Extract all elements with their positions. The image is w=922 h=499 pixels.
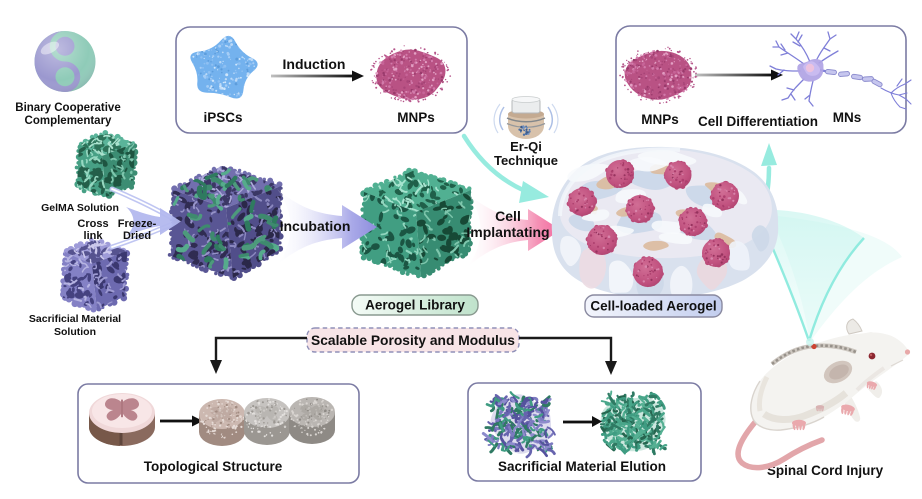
svg-text:Cell: Cell — [495, 208, 521, 224]
svg-text:Cross: Cross — [77, 218, 108, 230]
svg-text:Topological Structure: Topological Structure — [144, 459, 283, 474]
svg-text:Dried: Dried — [123, 230, 151, 242]
svg-text:Spinal Cord Injury: Spinal Cord Injury — [767, 463, 884, 478]
svg-text:Binary Cooperative: Binary Cooperative — [15, 102, 120, 114]
svg-text:Cell Differentiation: Cell Differentiation — [698, 114, 818, 129]
svg-text:MNPs: MNPs — [397, 110, 435, 125]
svg-text:Complementary: Complementary — [25, 115, 113, 127]
svg-text:Induction: Induction — [283, 56, 346, 72]
svg-text:iPSCs: iPSCs — [203, 110, 242, 125]
svg-text:Incubation: Incubation — [280, 218, 351, 234]
svg-text:MNPs: MNPs — [641, 112, 679, 127]
svg-text:Solution: Solution — [54, 326, 96, 338]
svg-text:Technique: Technique — [494, 153, 558, 168]
svg-text:Sacrificial Material: Sacrificial Material — [29, 313, 121, 325]
svg-text:link: link — [84, 230, 104, 242]
svg-text:Aerogel Library: Aerogel Library — [365, 298, 465, 313]
svg-text:Freeze-: Freeze- — [118, 218, 157, 230]
svg-text:Implantating: Implantating — [466, 224, 549, 240]
svg-text:Scalable Porosity and Modulus: Scalable Porosity and Modulus — [311, 333, 515, 348]
svg-text:Cell-loaded Aerogel: Cell-loaded Aerogel — [590, 299, 716, 314]
svg-text:Er-Qi: Er-Qi — [510, 139, 542, 154]
svg-text:MNs: MNs — [833, 110, 862, 125]
svg-text:Sacrificial Material Elution: Sacrificial Material Elution — [498, 459, 666, 474]
svg-text:GelMA Solution: GelMA Solution — [41, 202, 119, 214]
